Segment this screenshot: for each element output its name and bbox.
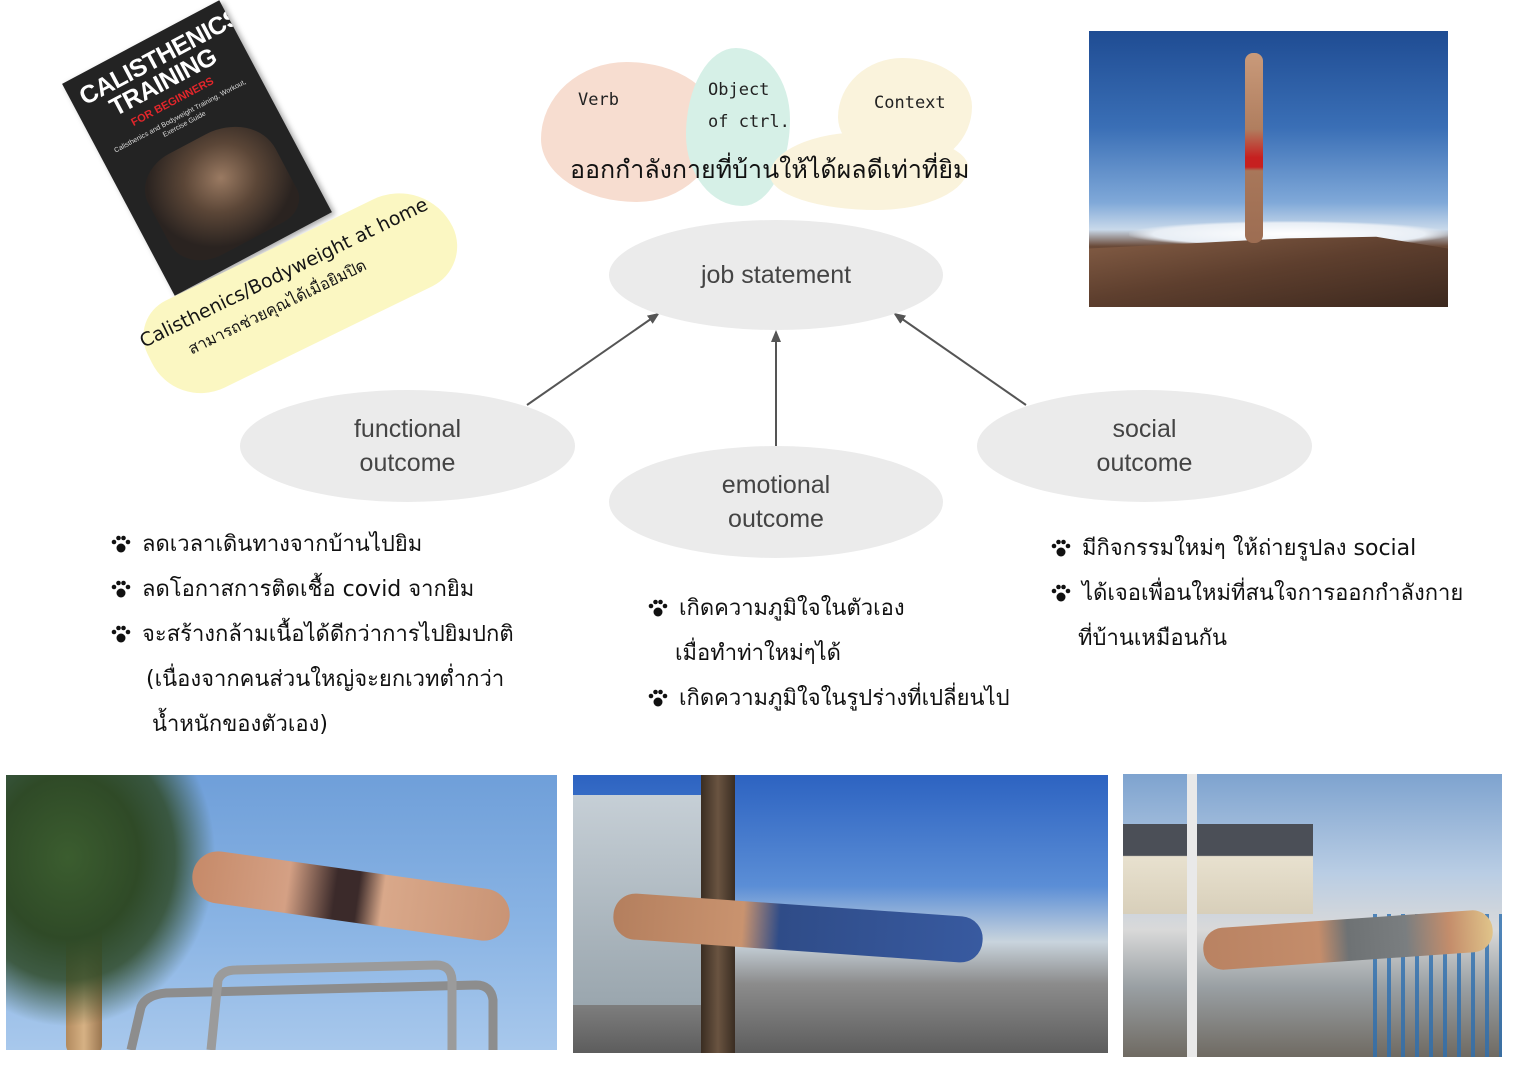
job-statement-node: job statement [609, 220, 943, 330]
paw-print-icon [108, 567, 134, 612]
photo-houses [1123, 824, 1313, 914]
list-item: จะสร้างกล้ามเนื้อได้ดีกว่าการไปยิมปกติ [108, 612, 514, 657]
paw-print-icon [645, 586, 671, 631]
arrow-social-to-job [893, 312, 1027, 406]
street-pole-front-lever-photo [573, 775, 1108, 1053]
list-item: ได้เจอเพื่อนใหม่ที่สนใจการออกกำลังกาย [1048, 571, 1463, 616]
list-item-text: ได้เจอเพื่อนใหม่ที่สนใจการออกกำลังกาย [1082, 581, 1464, 606]
job-statement-label: job statement [700, 261, 852, 289]
list-item: ลดเวลาเดินทางจากบ้านไปยิม [108, 522, 514, 567]
verb-label: Verb [578, 90, 619, 110]
paw-print-icon [108, 522, 134, 567]
paw-print-icon [645, 676, 671, 721]
social-label-line2: outcome [1096, 449, 1193, 477]
list-item: ลดโอกาสการติดเชื้อ covid จากยิม [108, 567, 514, 612]
emotional-label-line2: outcome [728, 505, 824, 533]
paw-print-icon [1048, 571, 1074, 616]
context-label: Context [874, 93, 946, 113]
photo-rock [1089, 236, 1448, 307]
social-outcome-list: มีกิจกรรมใหม่ๆ ให้ถ่ายรูปลง social ได้เจ… [1048, 526, 1463, 661]
human-flag-photo [1123, 774, 1502, 1057]
parallel-bars-planche-photo [6, 775, 557, 1050]
list-item-continuation: ที่บ้านเหมือนกัน [1078, 626, 1227, 651]
list-item-text: ลดโอกาสการติดเชื้อ covid จากยิม [142, 577, 475, 602]
handstand-photo [1089, 31, 1448, 307]
functional-outcome-node: functional outcome [240, 390, 575, 502]
emotional-outcome-node: emotional outcome [609, 446, 943, 558]
social-label-line1: social [1112, 415, 1177, 443]
functional-label-line1: functional [353, 415, 462, 443]
object-label: Object of ctrl. [708, 74, 790, 138]
list-item-text: จะสร้างกล้ามเนื้อได้ดีกว่าการไปยิมปกติ [142, 622, 514, 647]
list-item: มีกิจกรรมใหม่ๆ ให้ถ่ายรูปลง social [1048, 526, 1463, 571]
list-item-continuation: น้ำหนักของตัวเอง) [152, 712, 328, 737]
list-item-continuation: (เนื่องจากคนส่วนใหญ่จะยกเวทต่ำกว่า [146, 667, 505, 692]
photo-pole [1187, 774, 1197, 1057]
list-item: เกิดความภูมิใจในตัวเอง [645, 586, 1010, 631]
photo-palm-leaves [6, 775, 236, 1050]
functional-label-line2: outcome [359, 449, 456, 477]
emotional-label-line1: emotional [721, 471, 831, 499]
list-item-text: เกิดความภูมิใจในตัวเอง [679, 596, 905, 621]
paw-print-icon [1048, 526, 1074, 571]
photo-athlete [1245, 53, 1263, 243]
social-outcome-node: social outcome [977, 390, 1312, 502]
paw-print-icon [108, 612, 134, 657]
arrow-functional-to-job [526, 312, 660, 406]
emotional-outcome-list: เกิดความภูมิใจในตัวเอง เมื่อทำท่าใหม่ๆได… [645, 586, 1010, 721]
job-statement-text: ออกกำลังกายที่บ้านให้ได้ผลดีเท่าที่ยิม [570, 155, 970, 184]
list-item-text: เกิดความภูมิใจในรูปร่างที่เปลี่ยนไป [679, 686, 1010, 711]
object-label-line1: Object [708, 80, 770, 100]
list-item-continuation: เมื่อทำท่าใหม่ๆได้ [675, 641, 841, 666]
object-label-line2: of ctrl. [708, 112, 790, 132]
functional-outcome-list: ลดเวลาเดินทางจากบ้านไปยิม ลดโอกาสการติดเ… [108, 522, 514, 747]
context-highlight-lower [770, 132, 968, 210]
list-item: เกิดความภูมิใจในรูปร่างที่เปลี่ยนไป [645, 676, 1010, 721]
list-item-text: ลดเวลาเดินทางจากบ้านไปยิม [142, 532, 423, 557]
list-item-text: มีกิจกรรมใหม่ๆ ให้ถ่ายรูปลง social [1082, 536, 1417, 561]
photo-bars-frame [126, 960, 498, 1050]
